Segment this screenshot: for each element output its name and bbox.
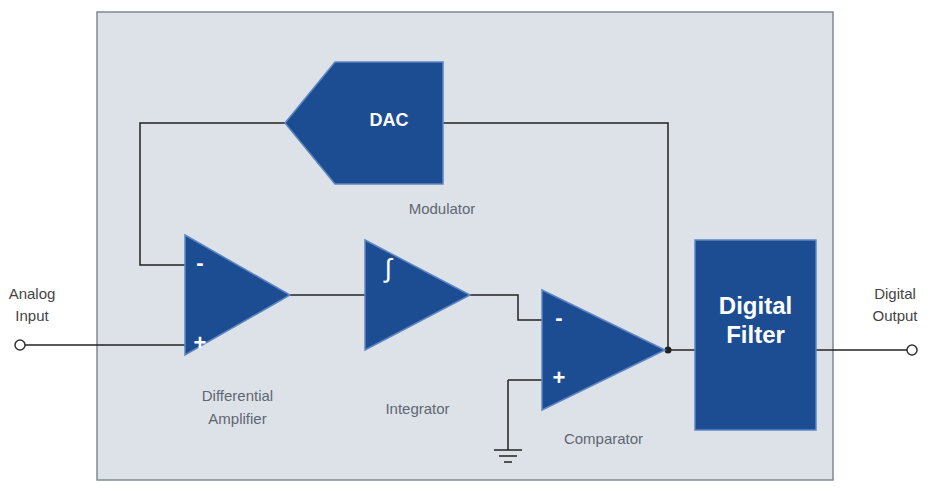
component-label: Integrator xyxy=(355,398,480,419)
integrator-triangle: ∫Integrator xyxy=(365,240,470,350)
node-text: + xyxy=(550,366,568,390)
node-text: + xyxy=(191,331,209,355)
signal-wire xyxy=(443,123,668,350)
terminal-label: Digital Output xyxy=(862,283,928,327)
text-holder: - xyxy=(550,306,568,330)
text-holder: - xyxy=(191,251,209,275)
terminal-label: Analog Input xyxy=(0,283,64,327)
text-holder: + xyxy=(550,366,568,390)
text-holder: ∫ xyxy=(375,254,401,283)
dac-block-outline xyxy=(285,62,443,184)
signal-wire xyxy=(140,123,285,265)
ground-symbol xyxy=(494,449,522,451)
dac-block-shape xyxy=(285,62,443,184)
housing-panel xyxy=(97,12,833,480)
node-text: ∫ xyxy=(375,254,401,283)
input-terminal xyxy=(15,340,25,350)
signal-wire xyxy=(665,349,695,351)
ground-wire xyxy=(508,379,542,381)
output-terminal xyxy=(907,345,917,355)
component-label: Differential Amplifier xyxy=(177,385,298,430)
filter-box: Digital Filter xyxy=(695,240,816,430)
integrator-triangle-outline xyxy=(365,240,470,350)
node-text: - xyxy=(191,251,209,275)
text-holder: DAC xyxy=(335,110,443,132)
node-text: Digital Filter xyxy=(695,292,816,350)
node-text: - xyxy=(550,306,568,330)
label-holder: Digital Output xyxy=(862,283,928,327)
signal-wire xyxy=(470,295,542,320)
comparator-triangle: -+Comparator xyxy=(542,290,665,410)
text-holder: Integrator xyxy=(355,398,480,419)
ground-wire xyxy=(507,380,509,450)
label-holder: Analog Input xyxy=(0,283,64,327)
text-holder: + xyxy=(191,331,209,355)
dac-block: DAC xyxy=(285,62,443,184)
comparator-triangle-shape xyxy=(542,290,665,410)
section-label: Modulator xyxy=(392,198,492,220)
integrator-triangle-shape xyxy=(365,240,470,350)
signal-wire xyxy=(290,294,365,296)
ground-symbol xyxy=(499,455,517,457)
label-holder: Modulator xyxy=(392,198,492,220)
amplifier-triangle: -+Differential Amplifier xyxy=(185,235,290,355)
input-wire xyxy=(25,344,185,346)
ground-symbol xyxy=(504,461,512,463)
filter-box-shape xyxy=(695,240,816,430)
text-holder: Comparator xyxy=(532,428,675,449)
text-holder: Digital Filter xyxy=(695,292,816,350)
node-text: DAC xyxy=(335,110,443,132)
amplifier-triangle-shape xyxy=(185,235,290,355)
component-label: Comparator xyxy=(532,428,675,449)
text-holder: Differential Amplifier xyxy=(177,385,298,430)
